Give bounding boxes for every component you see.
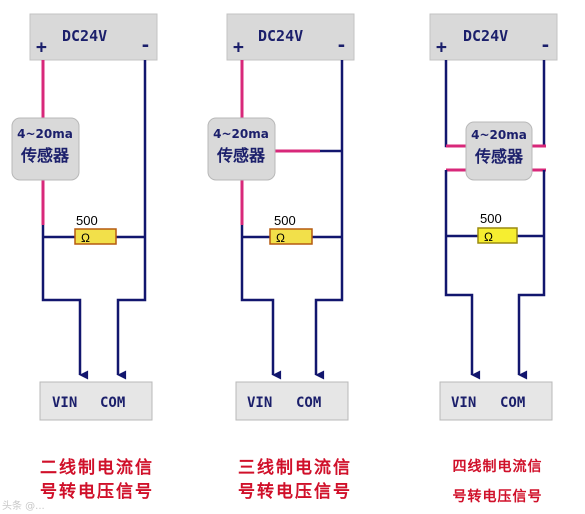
plus-sign: +	[36, 37, 47, 58]
sensor-name: 传感器	[20, 146, 70, 165]
wire	[116, 60, 147, 380]
vin-label: VIN	[247, 395, 272, 411]
supply-label: DC24V	[62, 27, 107, 45]
sensor-name: 传感器	[216, 146, 266, 165]
resistor-symbol: Ω	[484, 230, 493, 244]
dc-supply-box	[226, 13, 355, 61]
vin-label: VIN	[451, 395, 476, 411]
com-label: COM	[500, 395, 525, 411]
wire	[41, 225, 89, 380]
com-label: COM	[296, 395, 321, 411]
minus-sign: -	[336, 35, 347, 56]
wire	[444, 170, 481, 380]
vin-label: VIN	[52, 395, 77, 411]
caption-line-1: 二线制电流信	[40, 458, 154, 478]
wire	[532, 60, 546, 148]
caption-line-1: 四线制电流信	[452, 459, 543, 475]
caption-line-1: 三线制电流信	[238, 458, 352, 478]
minus-sign: -	[540, 35, 551, 56]
dc-supply-box	[29, 13, 158, 61]
circuit-two-wire: DC24V + - 4~20ma 传感器 500 Ω VIN COM	[11, 13, 158, 421]
resistor-symbol: Ω	[81, 231, 90, 245]
sensor-box	[11, 117, 80, 181]
resistor	[269, 228, 313, 245]
caption-three-wire: 三线制电流信 号转电压信号	[212, 456, 378, 504]
resistor	[74, 228, 117, 245]
sensor-box	[207, 117, 276, 181]
resistor-value: 500	[76, 213, 98, 228]
dc-supply-box	[429, 13, 558, 61]
wire	[314, 60, 344, 380]
minus-sign: -	[140, 35, 151, 56]
caption-two-wire: 二线制电流信 号转电压信号	[14, 456, 180, 504]
wire	[517, 170, 546, 380]
wire	[240, 225, 282, 380]
resistor-symbol: Ω	[276, 231, 285, 245]
circuit-three-wire: DC24V + - 4~20ma 传感器 500 Ω VIN COM	[207, 13, 355, 421]
sensor-box	[465, 121, 533, 181]
caption-four-wire: 四线制电流信 号转电压信号	[425, 452, 570, 512]
resistor-value: 500	[480, 211, 502, 226]
caption-line-2: 号转电压信号	[40, 482, 154, 502]
sensor-name: 传感器	[474, 147, 524, 166]
terminal-box	[39, 381, 153, 421]
caption-line-2: 号转电压信号	[452, 489, 543, 505]
watermark: 头条 @...	[2, 501, 45, 512]
sensor-range: 4~20ma	[17, 127, 73, 141]
resistor-value: 500	[274, 213, 296, 228]
plus-sign: +	[436, 37, 447, 58]
circuit-four-wire: DC24V + - 4~20ma 传感器 500 Ω VIN COM	[429, 13, 558, 421]
resistor	[477, 227, 518, 244]
terminal-box	[439, 381, 553, 421]
wire	[444, 60, 460, 148]
supply-label: DC24V	[258, 27, 303, 45]
terminal-box	[235, 381, 349, 421]
sensor-range: 4~20ma	[471, 128, 527, 142]
sensor-range: 4~20ma	[213, 127, 269, 141]
com-label: COM	[100, 395, 125, 411]
supply-label: DC24V	[463, 27, 508, 45]
caption-line-2: 号转电压信号	[238, 482, 352, 502]
plus-sign: +	[233, 37, 244, 58]
